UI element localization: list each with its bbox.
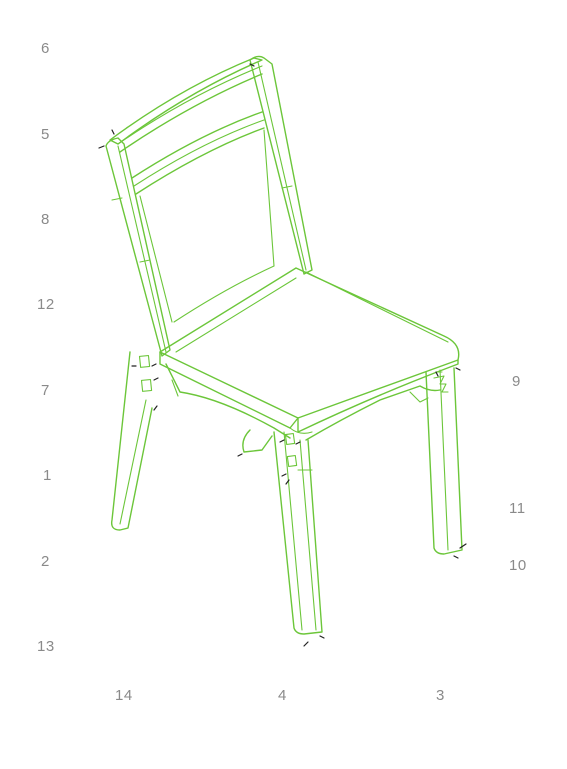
label-left-2: 5 bbox=[41, 126, 50, 143]
back-panel bbox=[139, 129, 275, 323]
left-back-post bbox=[105, 137, 171, 531]
label-bottom-2: 4 bbox=[278, 687, 287, 704]
label-left-3: 8 bbox=[41, 211, 50, 228]
seat-apron bbox=[165, 363, 441, 453]
label-left-7: 2 bbox=[41, 553, 50, 570]
right-back-post bbox=[249, 55, 313, 275]
left-post-slots bbox=[138, 354, 153, 392]
label-left-8: 13 bbox=[37, 638, 55, 655]
front-right-leg bbox=[425, 367, 463, 555]
back-middle-rail bbox=[131, 111, 265, 195]
label-right-3: 10 bbox=[509, 557, 527, 574]
back-top-rail bbox=[109, 57, 263, 153]
label-left-6: 1 bbox=[43, 467, 52, 484]
label-left-1: 6 bbox=[41, 40, 50, 57]
label-bottom-1: 14 bbox=[115, 687, 133, 704]
label-left-5: 7 bbox=[41, 382, 50, 399]
label-bottom-3: 3 bbox=[436, 687, 445, 704]
tick-marks bbox=[98, 63, 467, 647]
label-left-4: 12 bbox=[37, 296, 55, 313]
front-left-leg bbox=[273, 431, 323, 635]
label-right-1: 9 bbox=[512, 373, 521, 390]
label-right-2: 11 bbox=[509, 500, 526, 517]
seat bbox=[159, 267, 460, 434]
